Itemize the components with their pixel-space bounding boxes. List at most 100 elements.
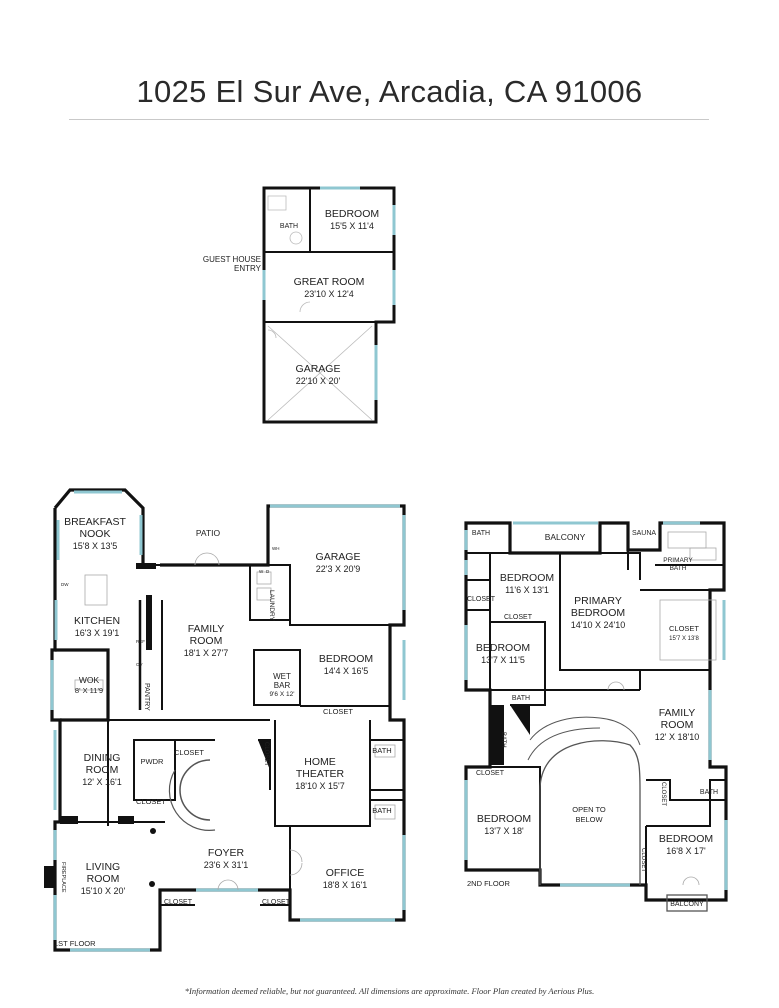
sf-floor-label: 2ND FLOOR — [467, 879, 511, 888]
ff-breakfast-label-2: NOOK — [80, 528, 111, 540]
gh-garage-label: GARAGE — [296, 363, 341, 375]
ff-wetbar-label-1: WET — [273, 672, 291, 681]
sf-balcony-label-2: BALCONY — [670, 901, 704, 908]
sf-closet-label-5: CLOSET — [640, 848, 646, 872]
sf-closet-label-3: CLOSET — [476, 770, 505, 777]
ff-theater-label-1: HOME — [304, 756, 336, 768]
ff-theater-label-2: THEATER — [296, 768, 345, 780]
sf-bath-label-1: BATH — [472, 530, 490, 537]
sf-bedroom2-dim: 13'7 X 11'5 — [481, 655, 525, 665]
sf-closet-label-2: CLOSET — [504, 614, 533, 621]
gh-entry-label-1: GUEST HOUSE — [203, 255, 261, 264]
ff-closet-label-5: CLOSET — [164, 899, 193, 906]
sf-family-label-1: FAMILY — [659, 707, 696, 719]
ff-kitchen-label: KITCHEN — [74, 615, 120, 627]
ff-dining-label-1: DINING — [84, 752, 121, 764]
ff-ov-label: OV — [136, 662, 143, 667]
ff-dw-label: DW — [61, 582, 69, 587]
sf-bedroom4-dim: 16'8 X 17' — [666, 846, 706, 856]
ff-wok-label: WOK — [79, 675, 100, 685]
sf-bath-label-2: BATH — [512, 695, 530, 702]
sf-open-below-label-1: OPEN TO — [572, 805, 606, 814]
ff-family-label-1: FAMILY — [188, 623, 225, 635]
gh-entry-label-2: ENTRY — [234, 264, 262, 273]
ff-living-label-1: LIVING — [86, 861, 120, 873]
ff-closet-label-6: CLOSET — [262, 899, 291, 906]
sf-bedroom1-label: BEDROOM — [500, 572, 554, 584]
ff-closet-label-3: CLOSET — [136, 797, 166, 806]
ff-pantry-label: PANTRY — [143, 683, 150, 711]
ff-office-dim: 18'8 X 16'1 — [323, 880, 367, 890]
ff-pwdr-label: PWDR — [141, 757, 164, 766]
ff-bath-label-2: BATH — [372, 806, 391, 815]
sf-primary-bedroom-dim: 14'10 X 24'10 — [571, 620, 625, 630]
sf-outer-wall — [464, 521, 728, 902]
ff-office-label: OFFICE — [326, 867, 365, 879]
sf-bedroom1-dim: 11'6 X 13'1 — [505, 585, 549, 595]
sf-closet-big-label: CLOSET — [669, 624, 699, 633]
ff-patio-label: PATIO — [196, 528, 221, 538]
sf-primary-bedroom-label-2: BEDROOM — [571, 607, 625, 619]
disclaimer-footer: *Information deemed reliable, but not gu… — [184, 986, 595, 996]
ff-garage-dim: 22'3 X 20'9 — [316, 564, 360, 574]
sf-family-dim: 12' X 18'10 — [655, 732, 699, 742]
sf-primary-bedroom-label-1: PRIMARY — [574, 595, 622, 607]
sf-open-below-label-2: BELOW — [575, 815, 603, 824]
ff-dining-label-2: ROOM — [86, 764, 119, 776]
ff-theater-dim: 18'10 X 15'7 — [295, 781, 344, 791]
ff-closet-label-4: CLOSET — [263, 742, 269, 766]
ff-wh-label: WH — [272, 546, 280, 551]
guest-house-plan: BATH BEDROOM 15'5 X 11'4 GUEST HOUSE ENT… — [203, 186, 396, 424]
sf-closet-big-dim: 15'7 X 13'8 — [669, 636, 699, 642]
sf-bedroom3-label: BEDROOM — [477, 813, 531, 825]
ff-wetbar-label-2: BAR — [274, 681, 291, 690]
ff-wok-dim: 8' X 11'9 — [75, 686, 103, 695]
page-title: 1025 El Sur Ave, Arcadia, CA 91006 — [136, 74, 643, 109]
first-floor-plan: BREAKFAST NOOK 15'8 X 13'5 PATIO GARAGE … — [44, 488, 406, 952]
ff-wetbar-dim: 9'6 X 12' — [270, 691, 295, 698]
ff-w-label: W — [259, 569, 264, 574]
gh-bath-label: BATH — [280, 223, 298, 230]
ff-dining-dim: 12' X 16'1 — [82, 777, 121, 787]
ff-living-label-2: ROOM — [87, 873, 120, 885]
ff-fireplace-label: FIREPLACE — [60, 862, 66, 893]
sf-family-label-2: ROOM — [661, 719, 694, 731]
sf-sauna-label: SAUNA — [632, 530, 656, 537]
ff-foyer-dim: 23'6 X 31'1 — [204, 860, 248, 870]
gh-bedroom-dim: 15'5 X 11'4 — [330, 221, 374, 231]
ff-foyer-label: FOYER — [208, 847, 245, 859]
ff-breakfast-label-1: BREAKFAST — [64, 516, 126, 528]
sf-closet-label-4: CLOSET — [660, 782, 666, 806]
sf-bedroom2-label: BEDROOM — [476, 642, 530, 654]
ff-living-dim: 15'10 X 20' — [81, 886, 126, 896]
ff-family-label-2: ROOM — [190, 635, 223, 647]
ff-breakfast-dim: 15'8 X 13'5 — [73, 541, 117, 551]
ff-bath-label-1: BATH — [372, 746, 391, 755]
sf-bath-label-4: BATH — [700, 789, 718, 796]
ff-d-label: D — [266, 569, 270, 574]
title-divider — [69, 119, 709, 120]
sf-primary-bath-label-1: PRIMARY — [663, 557, 693, 564]
gh-bedroom-label: BEDROOM — [325, 208, 379, 220]
sf-bedroom3-dim: 13'7 X 18' — [484, 826, 524, 836]
ff-garage-label: GARAGE — [316, 551, 361, 563]
ff-family-dim: 18'1 X 27'7 — [184, 648, 228, 658]
gh-garage-dim: 22'10 X 20' — [296, 376, 341, 386]
ff-kitchen-dim: 16'3 X 19'1 — [75, 628, 119, 638]
sf-balcony-label-1: BALCONY — [545, 532, 586, 542]
ff-closet-label-1: CLOSET — [323, 707, 353, 716]
sf-closet-label-1: CLOSET — [467, 596, 496, 603]
second-floor-plan: BATH BALCONY SAUNA PRIMARY BATH BEDROOM … — [464, 521, 728, 912]
ff-bedroom-dim: 14'4 X 16'5 — [324, 666, 368, 676]
ff-closet-label-2: CLOSET — [174, 748, 204, 757]
sf-bath-label-3: BATH — [500, 732, 506, 748]
gh-great-room-label: GREAT ROOM — [294, 276, 365, 288]
sf-bedroom4-label: BEDROOM — [659, 833, 713, 845]
sf-primary-bath-label-2: BATH — [670, 565, 687, 572]
ff-bedroom-label: BEDROOM — [319, 653, 373, 665]
ff-laundry-label: LAUNDRY — [268, 590, 275, 622]
ff-ref-label: REF — [136, 639, 145, 644]
ff-floor-label: 1ST FLOOR — [54, 939, 96, 948]
gh-great-room-dim: 23'10 X 12'4 — [304, 289, 353, 299]
